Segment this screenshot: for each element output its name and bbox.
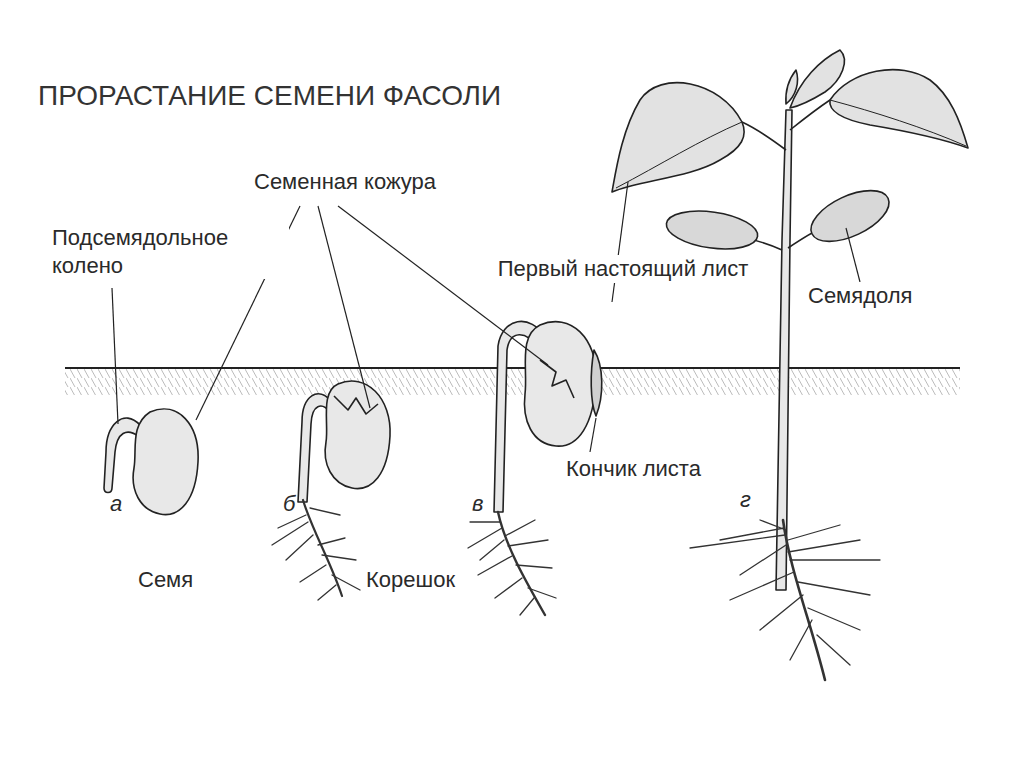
part-label: Корешок <box>364 566 457 594</box>
true-leaf <box>830 70 968 148</box>
part-label: Семядоля <box>806 282 915 310</box>
bud <box>786 70 798 104</box>
stage-letter: в <box>470 490 485 518</box>
petiole <box>742 122 786 150</box>
leader-line <box>590 418 596 452</box>
roots <box>272 500 880 680</box>
diagram-title: ПРОРАСТАНИЕ СЕМЕНИ ФАСОЛИ <box>38 80 501 112</box>
seedlings <box>104 50 968 590</box>
leader-line <box>846 228 860 282</box>
leader-lines <box>112 182 860 452</box>
ground-line <box>65 367 960 369</box>
leader-line <box>612 182 628 302</box>
part-label: Первый настоящий лист <box>476 255 770 283</box>
leaf-vein <box>616 122 742 188</box>
leader-line <box>112 288 118 424</box>
cotyledon <box>664 206 760 254</box>
stage-letter: б <box>281 490 297 518</box>
leader-line <box>338 206 548 365</box>
bean-cotyledons <box>524 322 596 446</box>
seed-coat-crack <box>540 360 574 398</box>
stage-letter: а <box>108 490 124 518</box>
part-label: Кончик листа <box>564 455 703 483</box>
part-label: Подсемядольное колено <box>50 224 289 279</box>
leader-line <box>318 206 370 408</box>
true-leaf <box>612 83 744 192</box>
leaf-tip <box>591 350 602 416</box>
bean-seed <box>133 409 198 515</box>
stage-letter: г <box>738 486 753 514</box>
bean-seed <box>325 381 390 489</box>
stage-label: Семя <box>136 566 195 594</box>
seed-coat-crack <box>334 396 378 414</box>
soil-hatching <box>65 369 960 395</box>
part-label: Семенная кожура <box>252 168 438 196</box>
leaf-vein <box>830 100 966 146</box>
stem <box>776 110 792 590</box>
